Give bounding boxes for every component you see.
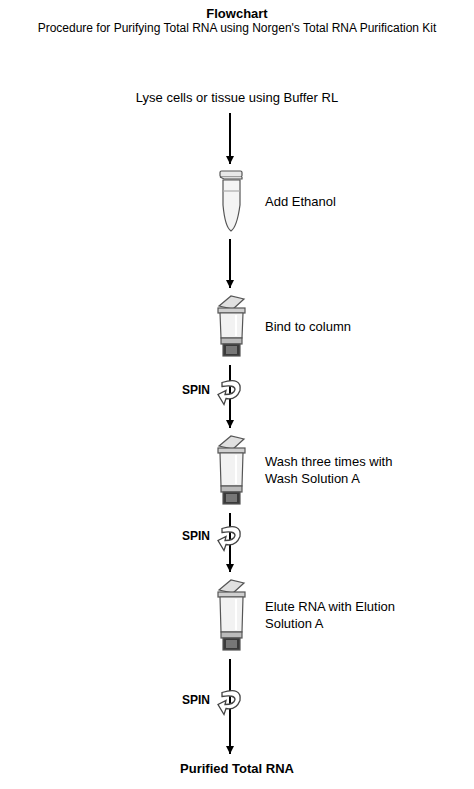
spin-column-icon	[218, 296, 245, 356]
edge-label: SPIN	[180, 383, 212, 397]
step-node: Wash three times with Wash Solution A	[212, 432, 415, 508]
subtitle: Procedure for Purifying Total RNA using …	[0, 21, 474, 35]
title: Flowchart	[0, 6, 474, 21]
step-text: Elute RNA with Elution Solution A	[265, 598, 415, 632]
spin-column-icon	[218, 436, 245, 504]
flow-arrow	[229, 113, 231, 164]
flow-arrow	[229, 239, 231, 288]
step-text: Lyse cells or tissue using Buffer RL	[10, 89, 464, 106]
spin-symbol	[218, 381, 240, 405]
edge-label: SPIN	[180, 529, 212, 543]
step-text: Wash three times with Wash Solution A	[265, 453, 415, 487]
step-text: Purified Total RNA	[10, 760, 464, 777]
text-node: Lyse cells or tissue using Buffer RL	[0, 87, 474, 108]
step-text: Add Ethanol	[265, 193, 336, 210]
spin-symbol	[218, 691, 240, 715]
spin-column-icon	[218, 580, 245, 650]
edge-label: SPIN	[180, 693, 212, 707]
text-node: Purified Total RNA	[0, 758, 474, 779]
microtube-icon	[220, 171, 242, 231]
spin-symbol	[218, 527, 240, 551]
step-node: Add Ethanol	[212, 168, 336, 234]
step-text: Bind to column	[265, 318, 351, 335]
step-node: Bind to column	[212, 292, 351, 360]
step-node: Elute RNA with Elution Solution A	[212, 576, 415, 654]
